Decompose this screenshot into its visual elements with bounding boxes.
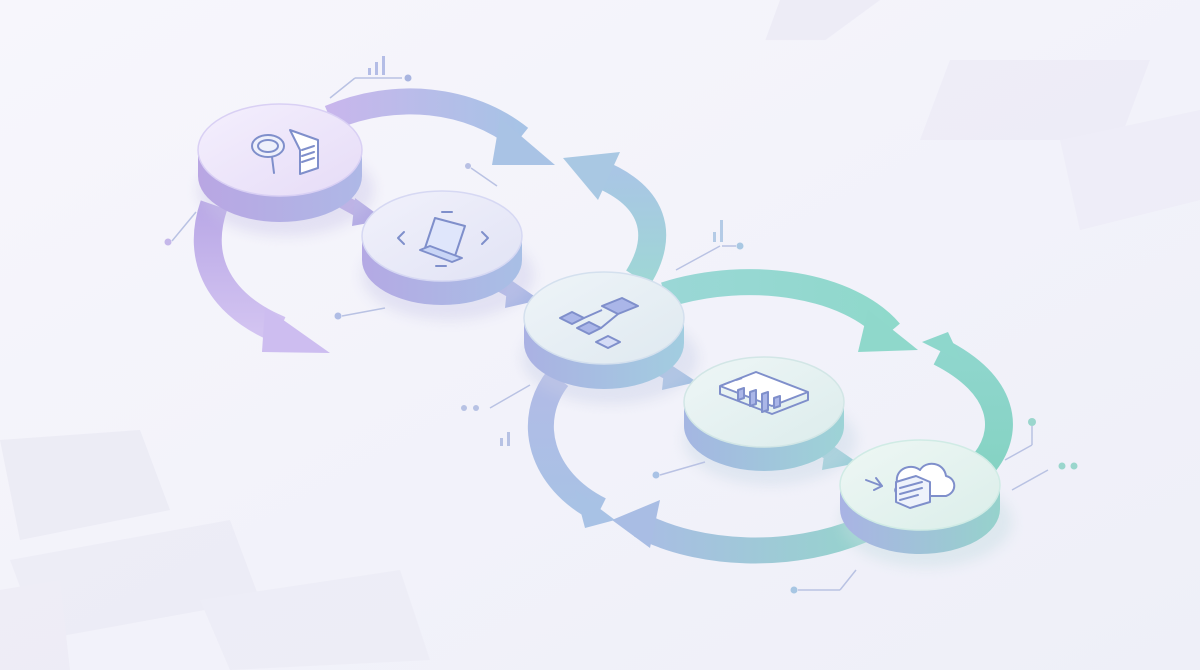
node-design[interactable] [361,190,534,320]
arrow-top-arc [324,88,555,165]
arrow-lower-left-arc [527,369,615,528]
flow-nodes [197,103,1012,567]
node-analyze[interactable] [683,356,856,485]
arrow-right-arc [922,332,1013,471]
node-deploy[interactable] [839,439,1012,567]
arrow-middle-arc [563,152,667,286]
arrow-bottom-arc [612,500,867,564]
cloud-document-icon [865,462,956,509]
arrow-left-arc [193,200,330,353]
node-organize[interactable] [522,271,698,404]
decorative-connectors [164,56,1078,594]
laptop-icon [397,211,489,267]
arrow-right-top-arc [661,269,918,352]
magnifier-document-icon [251,129,319,175]
bar-chart-window-icon [719,371,809,415]
blocks-hierarchy-icon [559,297,639,349]
node-research[interactable] [197,103,374,236]
